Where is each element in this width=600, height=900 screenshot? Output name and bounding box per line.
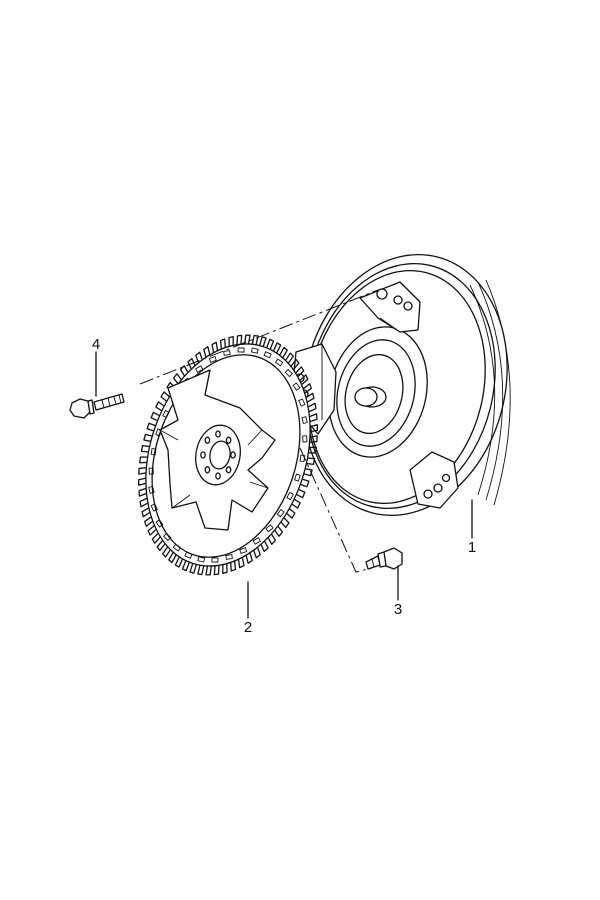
gear-slot [223, 350, 231, 356]
flex-plate-center-bore [209, 440, 231, 470]
hub-bolt-hole [204, 436, 211, 444]
gear-slot [150, 503, 158, 512]
gear-slot [184, 551, 193, 559]
converter-mount-pad-bottom [409, 451, 459, 509]
assembly-lines [139, 289, 379, 573]
gear-slot [163, 532, 172, 542]
hub-bolt-hole [225, 466, 232, 474]
gear-slot [211, 557, 219, 563]
hub-bolt-hole [215, 472, 221, 480]
gear-slot [265, 524, 274, 533]
callout-1: 1 [468, 539, 476, 556]
gear-slot [284, 368, 293, 378]
converter-side-ring-c [485, 279, 511, 506]
bolt-4-hex-head [69, 398, 91, 419]
converter-inner-ring-inner [344, 353, 404, 435]
gear-slot [237, 347, 245, 353]
converter-side-ring-b [477, 281, 504, 501]
converter-side-ring-a [469, 284, 496, 496]
gear-slot [225, 554, 233, 560]
gear-slot [155, 428, 162, 437]
mount-pad-bolt-hole [423, 489, 433, 499]
gear-slot [298, 398, 306, 407]
gear-slot [294, 473, 301, 482]
gear-slot [274, 358, 284, 367]
gear-slot [263, 351, 272, 359]
gear-slot [197, 556, 206, 563]
bolt-4-flange [87, 399, 95, 415]
gear-slot [148, 485, 155, 494]
gear-slot [302, 435, 308, 443]
callout-4: 4 [92, 336, 100, 353]
ring-gear-teeth [138, 334, 318, 576]
gear-slot [286, 491, 294, 501]
callout-3: 3 [394, 601, 402, 618]
converter-inner-ring-mid [336, 339, 416, 447]
converter-bolt [365, 547, 403, 570]
gear-slot [150, 447, 157, 456]
mount-pad-bolt-hole [376, 288, 388, 300]
gear-slot [292, 382, 301, 391]
gear-slot [155, 519, 164, 528]
hub-bolt-hole [230, 451, 236, 459]
hub-bolt-hole [200, 451, 206, 459]
converter-mount-pad-top [359, 281, 421, 333]
ring-gear-slots [148, 347, 308, 563]
callout-2: 2 [244, 619, 252, 636]
converter-hub-cap [354, 387, 378, 407]
gear-slot [239, 547, 248, 555]
flex-plate-ring-gear [138, 334, 318, 576]
gear-slot [172, 543, 182, 552]
ring-gear-inner-edge [151, 354, 301, 558]
hub-bolt-holes [200, 430, 236, 480]
gear-slot [276, 508, 285, 518]
gear-slot [148, 467, 154, 475]
hub-bolt-hole [225, 436, 232, 444]
gear-slot [252, 537, 262, 545]
assembly-line-bolt-4 [139, 289, 379, 385]
gear-slot [301, 416, 308, 425]
torque-converter [291, 254, 511, 516]
gear-slot [208, 355, 217, 363]
hub-bolt-hole [215, 430, 221, 438]
leader-lines [95, 351, 473, 619]
gear-slot [250, 347, 259, 354]
gear-slot [162, 409, 170, 419]
flex-plate-bolt [69, 393, 125, 419]
assembly-line-bolt-3 [299, 447, 373, 573]
gear-slot [194, 365, 204, 373]
hub-bolt-hole [204, 466, 211, 474]
gear-tooth-outline [138, 334, 318, 576]
